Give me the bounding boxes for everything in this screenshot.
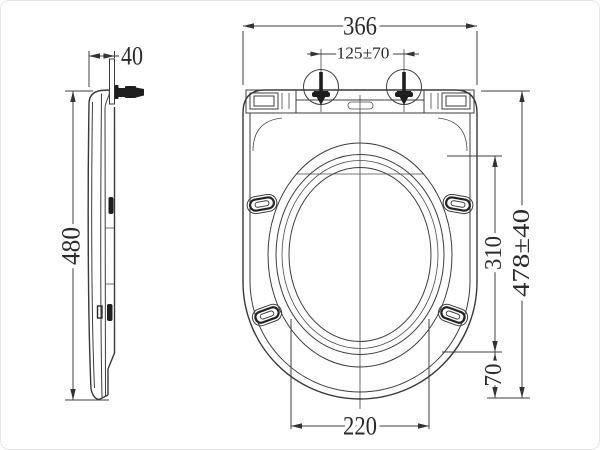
- dim-label-overall-width: 366: [343, 12, 377, 41]
- dim-opening-length: 310: [442, 155, 511, 353]
- hinge-bracket-left: [245, 89, 297, 114]
- dim-label-hinge-spacing: 125±70: [337, 44, 390, 63]
- dim-label-overall-length: 478±40: [509, 209, 535, 297]
- bumper-top-left: [246, 193, 278, 215]
- dim-label-opening-width: 220: [343, 412, 377, 441]
- dim-opening-width: 220: [290, 319, 430, 445]
- dim-label-opening-length: 310: [481, 236, 507, 270]
- bumper-bottom-left: [251, 303, 283, 327]
- bumper-bottom-right: [437, 303, 469, 327]
- hinge-bar-tab: [347, 101, 374, 110]
- dim-hinge-spacing: 125±70: [307, 40, 419, 67]
- dim-label-side-thickness: 40: [121, 42, 143, 71]
- dim-overall-length: 478±40: [481, 90, 539, 399]
- dim-label-side-length: 480: [57, 227, 86, 265]
- top-view: 366 125±70 478±40 310: [242, 8, 539, 445]
- hinge-plate: [109, 58, 115, 105]
- side-bumper-top: [108, 197, 114, 214]
- hinge-bracket-right: [423, 89, 475, 114]
- seat-opening: [267, 142, 453, 368]
- dim-side-length: 480: [53, 90, 109, 401]
- side-bumper-detail: [96, 305, 103, 319]
- hinge-left: [303, 69, 339, 105]
- dim-label-rear-gap: 70: [481, 364, 507, 387]
- dim-overall-width: 366: [242, 8, 478, 85]
- seat-side-profile: [87, 89, 116, 401]
- bumper-top-right: [442, 193, 474, 215]
- dim-rear-gap: 70: [477, 352, 511, 398]
- side-bumper-bottom: [107, 304, 113, 321]
- side-hinge-bolt: [114, 85, 144, 99]
- side-view: 40 480: [53, 38, 147, 401]
- hinge-right: [386, 69, 422, 105]
- dim-side-thickness: 40: [88, 38, 147, 87]
